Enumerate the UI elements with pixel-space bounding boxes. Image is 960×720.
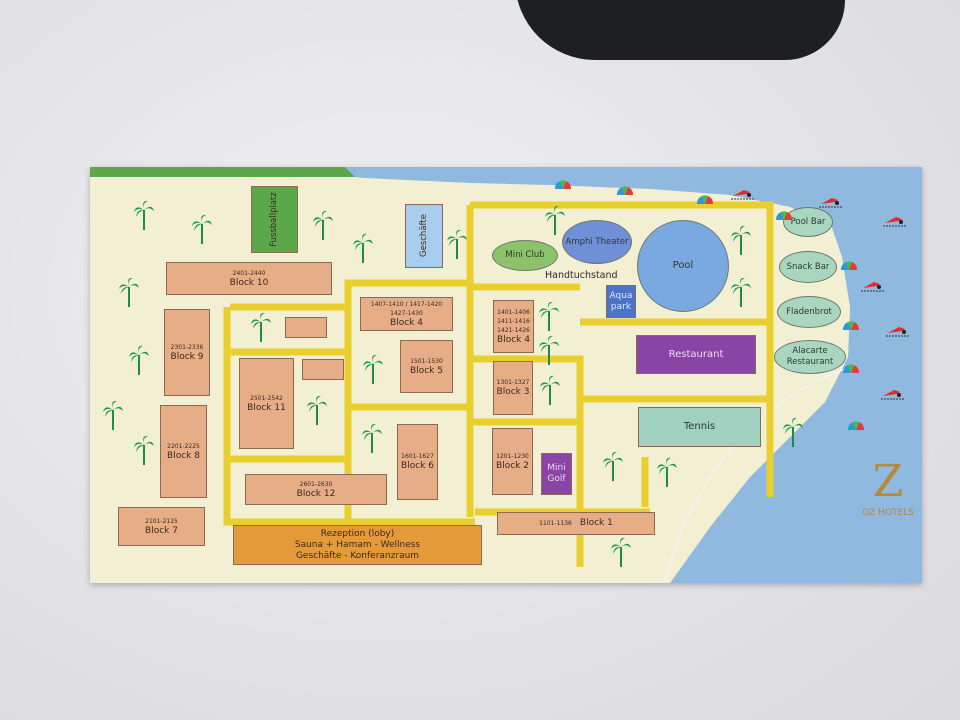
palm-tree-icon [118,277,140,307]
palm-tree-icon [610,537,632,567]
palm-tree-icon [446,229,468,259]
mini-club: Mini Club [492,240,558,271]
small-building [285,317,327,338]
reception-building: Rezeption (loby)Sauna + Hamam - Wellness… [233,525,482,565]
beach-umbrella-icon [842,360,860,374]
alacarte-restaurant: Alacarte Restaurant [774,340,846,374]
shops: Geschäfte [405,204,443,268]
palm-tree-icon [133,200,155,230]
tennis-court: Tennis [638,407,761,447]
beach-umbrella-icon [842,317,860,331]
palm-tree-icon [782,417,804,447]
beach-umbrella-icon [616,182,634,196]
palm-tree-icon [538,301,560,331]
palm-tree-icon [102,400,124,430]
palm-tree-icon [191,214,213,244]
restaurant: Restaurant [636,335,756,374]
amphi-theater: Amphi Theater [562,220,632,264]
beach-umbrella-icon [840,257,858,271]
mini-golf: Mini Golf [541,453,572,495]
beach-umbrella-icon [554,176,572,190]
pool-bar: Pool Bar [783,207,833,237]
palm-tree-icon [128,345,150,375]
palm-tree-icon [250,312,272,342]
palm-tree-icon [602,451,624,481]
swimming-area-icon [818,193,844,208]
palm-tree-icon [133,435,155,465]
palm-tree-icon [538,335,560,365]
palm-tree-icon [539,375,561,405]
palm-tree-icon [730,277,752,307]
palm-tree-icon [352,233,374,263]
green-strip [90,167,360,177]
fladenbrot: Fladenbrot [777,296,841,328]
palm-tree-icon [361,423,383,453]
palm-tree-icon [730,225,752,255]
pool: Pool [637,220,729,312]
palm-tree-icon [362,354,384,384]
aqua-park: Aqua park [606,285,636,318]
towel-stand-label: Handtuchstand [545,270,618,281]
swimming-area-icon [730,185,756,200]
oz-hotels-logo: Z OZ HOTELS [860,457,916,519]
sea [345,167,922,583]
palm-tree-icon [312,210,334,240]
swimming-area-icon [885,322,911,337]
small-building [302,359,344,380]
beach-umbrella-icon [847,417,865,431]
snack-bar: Snack Bar [779,251,837,283]
palm-tree-icon [306,395,328,425]
dark-cloth [515,0,845,60]
football-field: Fussballplatz [251,186,298,253]
oz-monogram-icon: Z [872,456,904,507]
palm-tree-icon [656,457,678,487]
swimming-area-icon [880,385,906,400]
swimming-area-icon [882,212,908,227]
beach-umbrella-icon [696,191,714,205]
beach-umbrella-icon [775,207,793,221]
swimming-area-icon [860,277,886,292]
palm-tree-icon [544,205,566,235]
